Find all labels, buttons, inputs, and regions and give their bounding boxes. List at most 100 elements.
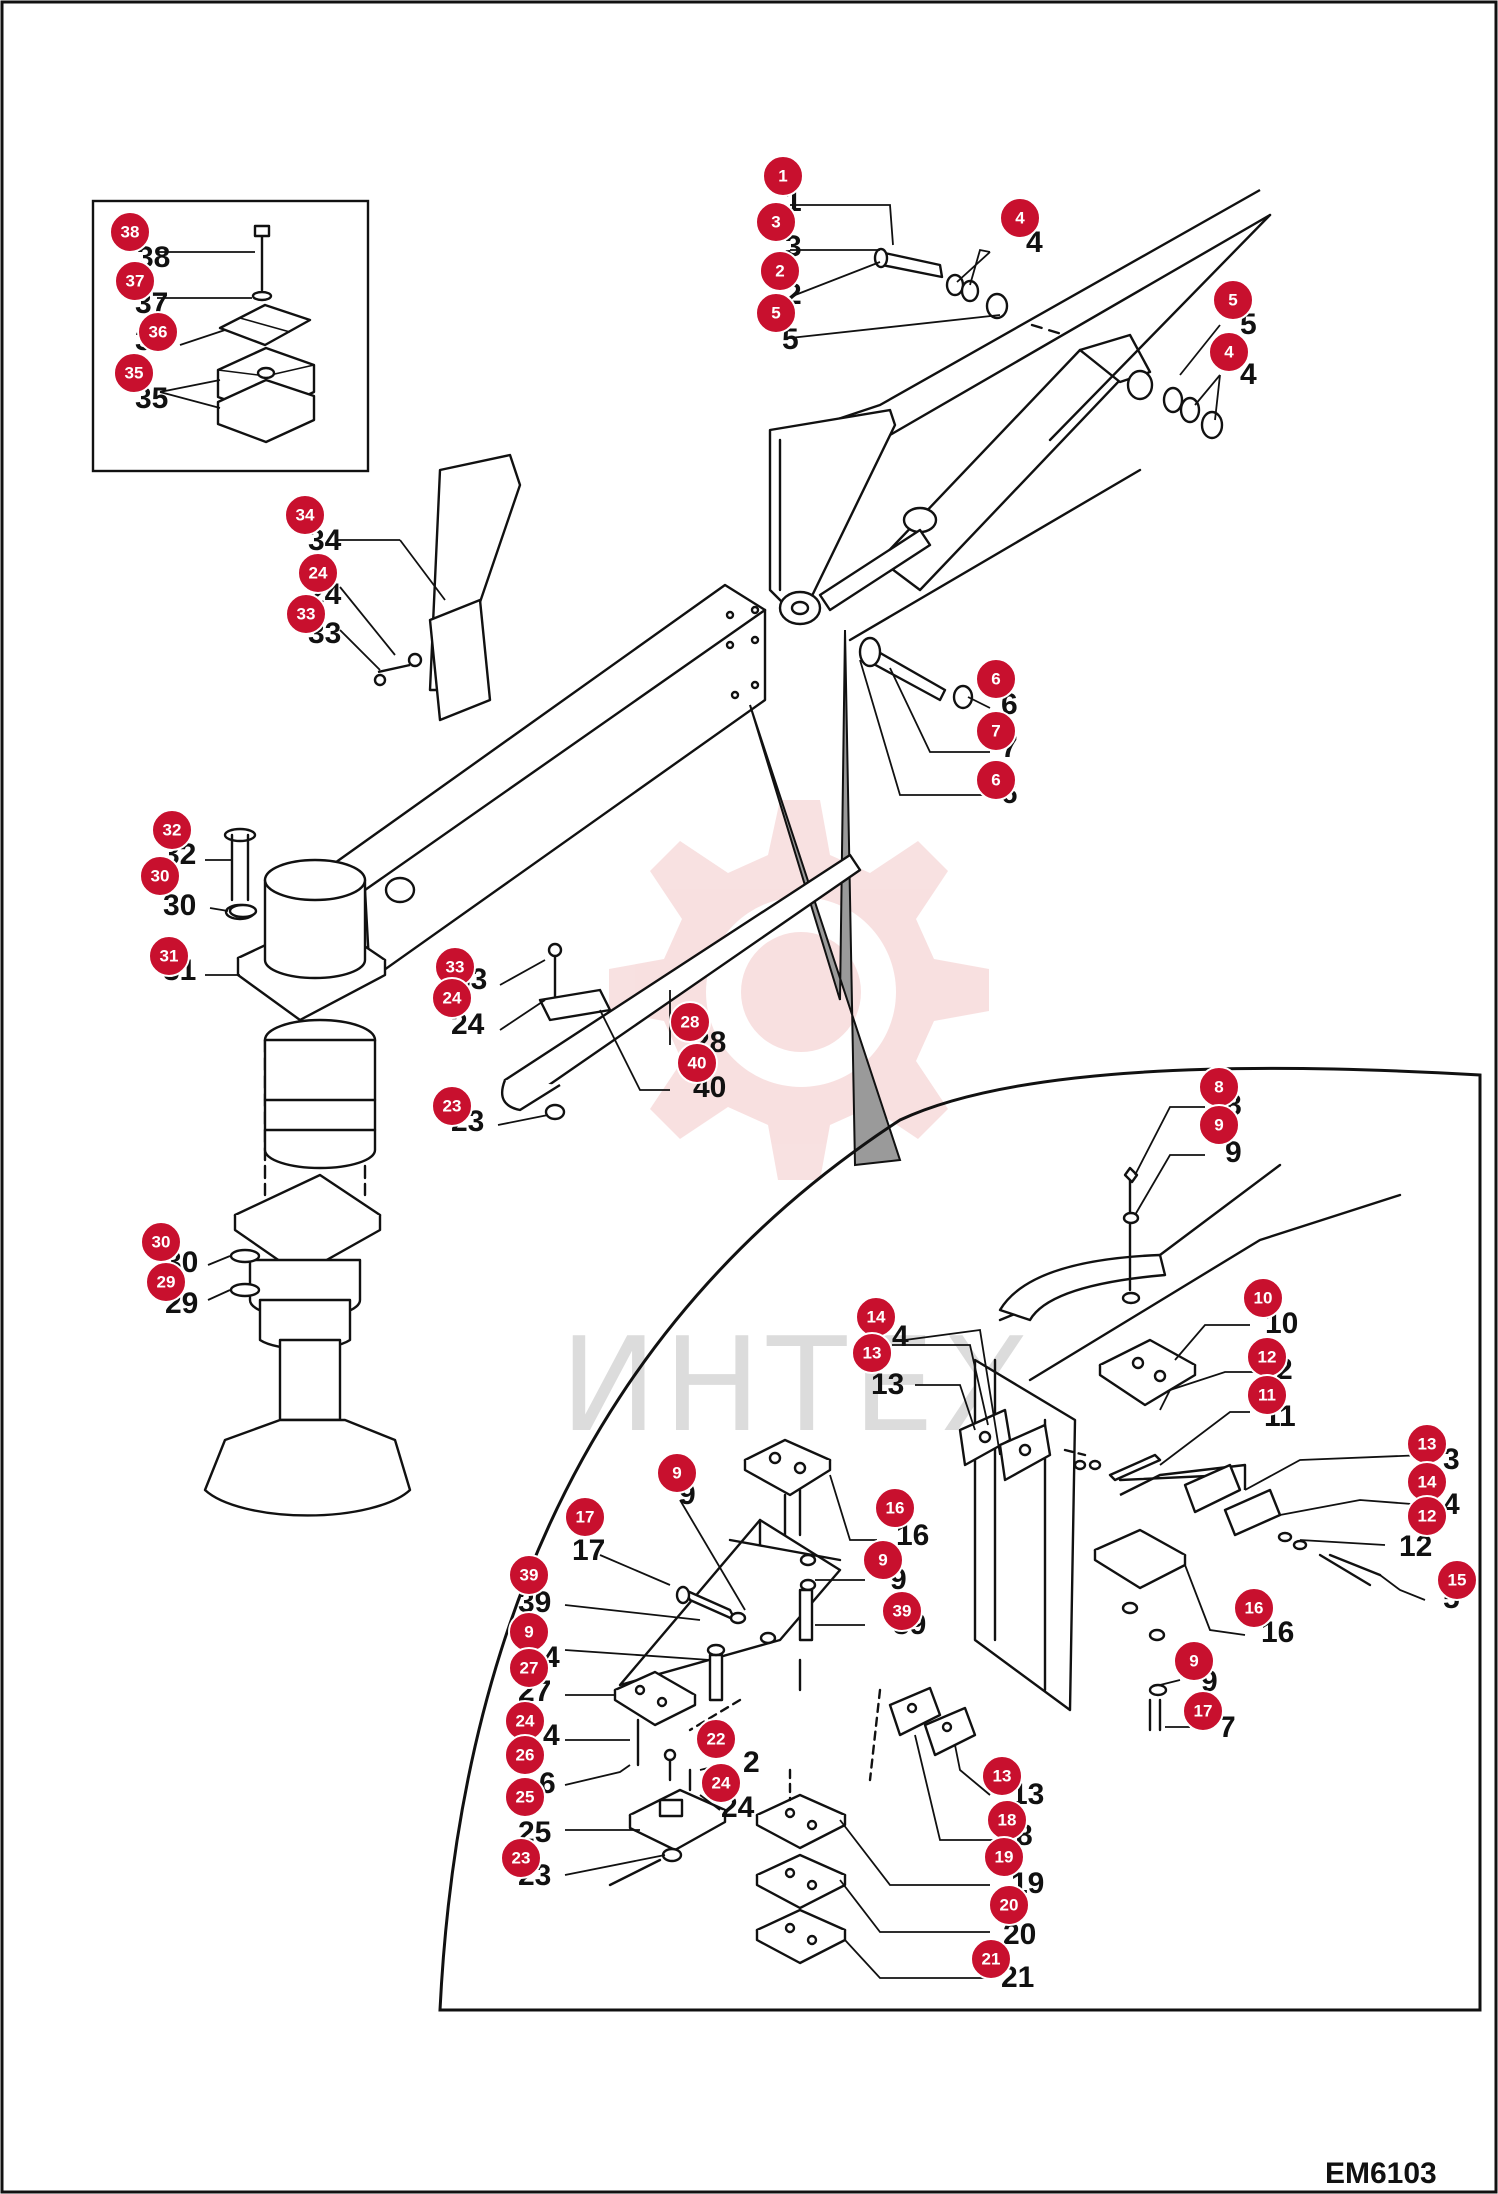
callout-marker[interactable]: 10 [1242,1277,1284,1319]
callout-circle[interactable] [431,1085,473,1127]
callout-circle[interactable] [999,197,1041,239]
callout-circle[interactable] [504,1734,546,1776]
callout-circle[interactable] [564,1496,606,1538]
callout-circle[interactable] [981,1755,1023,1797]
callout-marker[interactable]: 13 [1406,1423,1448,1465]
callout-marker[interactable]: 17 [1182,1690,1224,1732]
callout-circle[interactable] [656,1452,698,1494]
callout-circle[interactable] [109,211,151,253]
callout-circle[interactable] [762,155,804,197]
callout-circle[interactable] [755,292,797,334]
callout-marker[interactable]: 30 [140,1221,182,1263]
callout-marker[interactable]: 24 [700,1762,742,1804]
callout-circle[interactable] [500,1837,542,1879]
callout-marker[interactable]: 12 [1406,1495,1448,1537]
callout-circle[interactable] [755,201,797,243]
callout-circle[interactable] [975,710,1017,752]
callout-circle[interactable] [431,977,473,1019]
callout-circle[interactable] [1246,1374,1288,1416]
callout-marker[interactable]: 16 [874,1487,916,1529]
callout-marker[interactable]: 5 [1212,279,1254,321]
callout-marker[interactable]: 9 [656,1452,698,1494]
callout-marker[interactable]: 39 [881,1590,923,1632]
callout-circle[interactable] [137,311,179,353]
callout-marker[interactable]: 40 [676,1042,718,1084]
callout-circle[interactable] [1233,1587,1275,1629]
callout-circle[interactable] [975,658,1017,700]
callout-marker[interactable]: 18 [986,1799,1028,1841]
callout-circle[interactable] [700,1762,742,1804]
callout-circle[interactable] [759,250,801,292]
callout-circle[interactable] [1406,1495,1448,1537]
callout-marker[interactable]: 24 [297,552,339,594]
callout-marker[interactable]: 8 [1198,1066,1240,1108]
callout-marker[interactable]: 26 [504,1734,546,1776]
callout-marker[interactable]: 31 [148,935,190,977]
callout-marker[interactable]: 1 [762,155,804,197]
callout-marker[interactable]: 36 [137,311,179,353]
callout-marker[interactable]: 14 [855,1296,897,1338]
callout-marker[interactable]: 37 [114,260,156,302]
callout-marker[interactable]: 27 [508,1647,550,1689]
callout-marker[interactable]: 9 [862,1539,904,1581]
callout-marker[interactable]: 39 [508,1554,550,1596]
callout-circle[interactable] [1198,1104,1240,1146]
callout-marker[interactable]: 15 [1436,1559,1478,1601]
callout-marker[interactable]: 6 [975,759,1017,801]
callout-circle[interactable] [145,1261,187,1303]
callout-circle[interactable] [148,935,190,977]
callout-marker[interactable]: 2 [759,250,801,292]
callout-circle[interactable] [285,593,327,635]
callout-marker[interactable]: 28 [669,1001,711,1043]
callout-marker[interactable]: 4 [1208,331,1250,373]
callout-marker[interactable]: 21 [970,1938,1012,1980]
callout-circle[interactable] [297,552,339,594]
callout-marker[interactable]: 23 [500,1837,542,1879]
callout-marker[interactable]: 19 [983,1836,1025,1878]
callout-circle[interactable] [1212,279,1254,321]
callout-circle[interactable] [975,759,1017,801]
callout-circle[interactable] [676,1042,718,1084]
callout-circle[interactable] [874,1487,916,1529]
callout-marker[interactable]: 12 [1246,1336,1288,1378]
callout-circle[interactable] [284,494,326,536]
callout-circle[interactable] [139,855,181,897]
callout-marker[interactable]: 24 [431,977,473,1019]
callout-circle[interactable] [970,1938,1012,1980]
callout-marker[interactable]: 32 [151,809,193,851]
callout-marker[interactable]: 20 [988,1884,1030,1926]
callout-marker[interactable]: 16 [1233,1587,1275,1629]
callout-marker[interactable]: 23 [431,1085,473,1127]
callout-marker[interactable]: 38 [109,211,151,253]
callout-marker[interactable]: 29 [145,1261,187,1303]
callout-circle[interactable] [1182,1690,1224,1732]
callout-marker[interactable]: 17 [564,1496,606,1538]
callout-marker[interactable]: 4 [999,197,1041,239]
callout-circle[interactable] [1242,1277,1284,1319]
callout-circle[interactable] [1173,1640,1215,1682]
callout-marker[interactable]: 13 [851,1332,893,1374]
callout-marker[interactable]: 13 [981,1755,1023,1797]
callout-marker[interactable]: 6 [975,658,1017,700]
callout-marker[interactable]: 9 [1173,1640,1215,1682]
callout-circle[interactable] [862,1539,904,1581]
callout-circle[interactable] [508,1554,550,1596]
callout-marker[interactable]: 11 [1246,1374,1288,1416]
callout-circle[interactable] [1208,331,1250,373]
callout-circle[interactable] [695,1718,737,1760]
callout-marker[interactable]: 30 [139,855,181,897]
callout-circle[interactable] [1436,1559,1478,1601]
callout-circle[interactable] [851,1332,893,1374]
callout-circle[interactable] [113,352,155,394]
callout-circle[interactable] [988,1884,1030,1926]
callout-marker[interactable]: 9 [1198,1104,1240,1146]
callout-marker[interactable]: 9 [508,1611,550,1653]
callout-marker[interactable]: 35 [113,352,155,394]
callout-circle[interactable] [508,1647,550,1689]
callout-marker[interactable]: 22 [695,1718,737,1760]
callout-marker[interactable]: 25 [504,1776,546,1818]
callout-circle[interactable] [983,1836,1025,1878]
callout-marker[interactable]: 5 [755,292,797,334]
callout-marker[interactable]: 33 [285,593,327,635]
callout-circle[interactable] [114,260,156,302]
